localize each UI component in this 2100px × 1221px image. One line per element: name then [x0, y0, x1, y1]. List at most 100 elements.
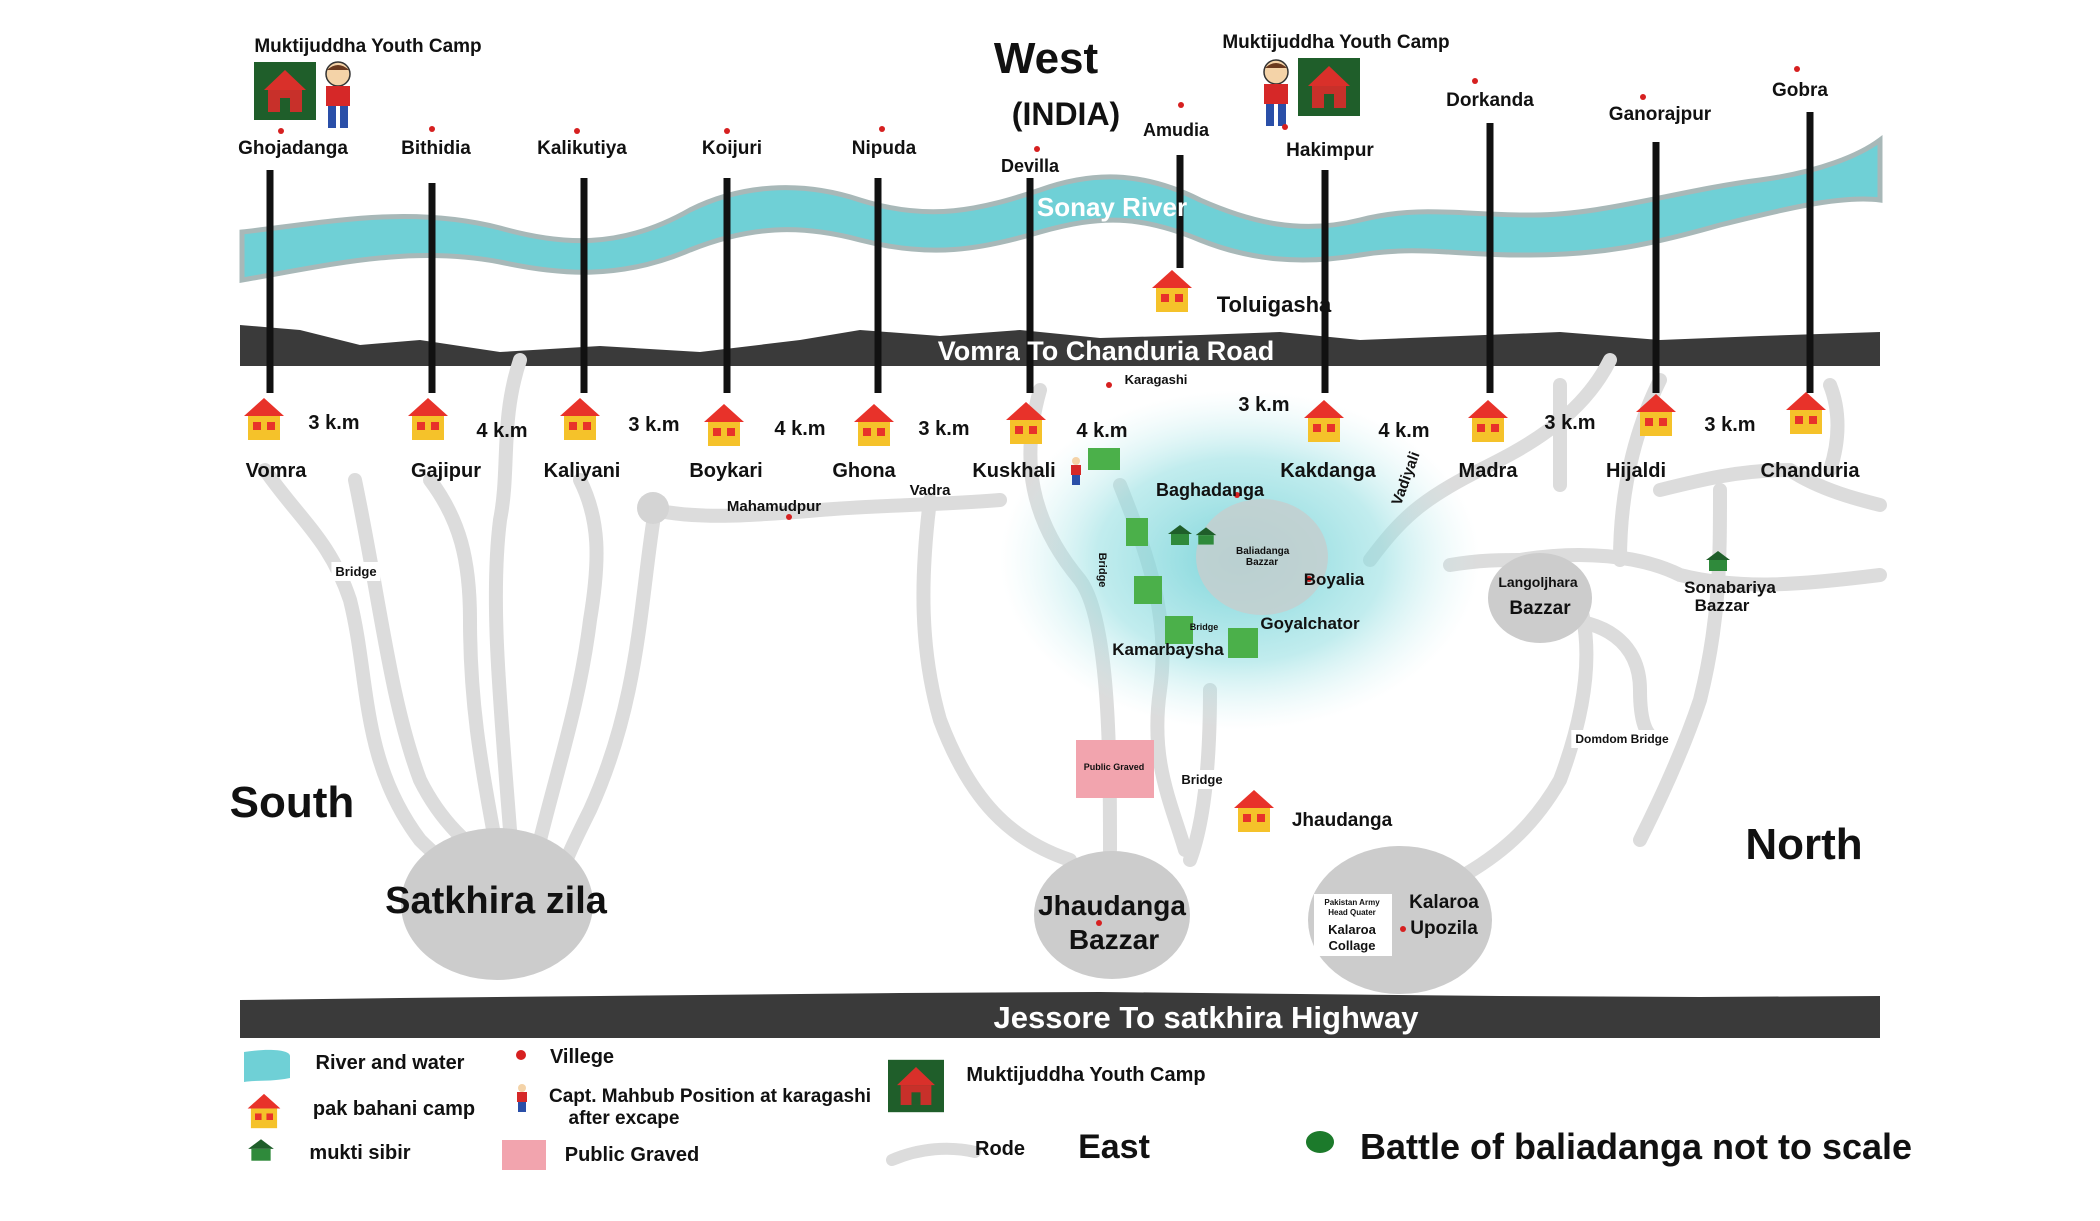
langoljhara-label: Langoljhara: [1498, 574, 1578, 590]
village-dot: [1472, 78, 1478, 84]
camp-boykari: Boykari: [689, 460, 763, 482]
mukti-positions: [1088, 448, 1258, 658]
bridge-small-label: Bridge: [1189, 622, 1219, 632]
goyalchator-label: Goyalchator: [1260, 614, 1360, 633]
village-dot: [879, 126, 885, 132]
kalaroa-collage-label-2: Collage: [1328, 938, 1376, 953]
kalaroa-label-2: Upozila: [1410, 918, 1478, 939]
jhaudanga-bazzar-circle: [1034, 851, 1190, 979]
compass-south: South: [229, 778, 355, 827]
top-road-label: Vomra To Chanduria Road: [937, 336, 1275, 366]
river-shape: [239, 135, 1883, 283]
camp-icon: [854, 404, 894, 446]
distance-label: 3 k.m: [1544, 412, 1596, 434]
karagashi-label: Karagashi: [1124, 372, 1188, 387]
village-dot: [429, 126, 435, 132]
highway-road: [240, 992, 1880, 1038]
camp-hijaldi: Hijaldi: [1605, 460, 1667, 482]
village-dot: [1640, 94, 1646, 100]
india-label: (INDIA): [1011, 96, 1121, 132]
distance-label: 4 k.m: [774, 418, 826, 440]
camp-icon: [1152, 270, 1192, 312]
distance-label: 4 k.m: [476, 420, 528, 442]
village-dot: [574, 128, 580, 134]
legend-road-label: Rode: [975, 1138, 1025, 1160]
person-icon-right: [1263, 59, 1289, 126]
legend-youth-camp-label: Muktijuddha Youth Camp: [966, 1064, 1206, 1086]
village-kalikutiya: Kalikutiya: [537, 138, 627, 159]
village-amudia: Amudia: [1142, 120, 1210, 140]
camp-icon: [408, 398, 448, 440]
village-dot: [1034, 146, 1040, 152]
village-dot: [1106, 382, 1112, 388]
kalaroa-label-1: Kalaroa: [1409, 892, 1479, 913]
river-label: Sonay River: [1036, 192, 1188, 222]
camp-icon: [1304, 400, 1344, 442]
camp-icon: [560, 398, 600, 440]
sonabariya-label: Sonabariya: [1684, 578, 1776, 597]
pak-army-label-1: Pakistan Army: [1324, 898, 1380, 907]
kalaroa-upozila-circle: [1308, 846, 1492, 994]
baghadanga-label: Baghadanga: [1155, 480, 1265, 500]
mahamudpur-label: Mahamudpur: [726, 498, 822, 515]
compass-east: East: [1078, 1128, 1150, 1166]
village-devilla: Devilla: [1000, 156, 1060, 176]
legend-mahbub-icon: [517, 1084, 527, 1112]
camp-icon: [1234, 790, 1274, 832]
camp-icon: [1636, 394, 1676, 436]
village-dot: [1178, 102, 1184, 108]
village-dot: [786, 514, 792, 520]
village-koijuri: Koijuri: [701, 138, 763, 159]
village-hakimpur: Hakimpur: [1286, 140, 1374, 161]
distance-label: 4 k.m: [1076, 420, 1128, 442]
camp-ghona: Ghona: [832, 460, 896, 482]
village-nipuda: Nipuda: [851, 138, 917, 159]
vadra-label: Vadra: [909, 482, 951, 499]
youth-camp-icon-left: [254, 62, 316, 120]
youth-camp-label-left: Muktijuddha Youth Camp: [254, 36, 482, 57]
village-dot: [1400, 926, 1406, 932]
domdom-bridge-label: Domdom Bridge: [1571, 730, 1673, 748]
legend-mahbub-label-2: after excape: [568, 1108, 680, 1129]
camp-madra: Madra: [1458, 460, 1518, 482]
village-dot: [1282, 124, 1288, 130]
jhaudanga-bazzar-label-2: Bazzar: [1068, 924, 1160, 955]
village-dot: [278, 128, 284, 134]
legend-river-swatch: [244, 1049, 290, 1082]
toluigasha-label: Toluigasha: [1216, 292, 1332, 317]
camp-kuskhali: Kuskhali: [972, 460, 1056, 482]
youth-camp-label-right: Muktijuddha Youth Camp: [1222, 32, 1450, 53]
village-dot: [724, 128, 730, 134]
person-icon-left: [325, 61, 351, 128]
top-road: [240, 325, 1880, 366]
village-dot: [1234, 492, 1240, 498]
baliadanga-bazzar-label: Baliadanga Bazzar: [1236, 546, 1290, 568]
village-ganorajpur: Ganorajpur: [1608, 104, 1712, 125]
camp-chanduria: Chanduria: [1760, 460, 1860, 482]
camp-icon: [1786, 392, 1826, 434]
distance-label: 3 k.m: [918, 418, 970, 440]
camp-kakdanga: Kakdanga: [1280, 460, 1376, 482]
bridge-left-label: Bridge: [331, 562, 381, 581]
jhaudanga-label: Jhaudanga: [1291, 810, 1393, 831]
kalaroa-collage-label-1: Kalaroa: [1328, 922, 1376, 937]
legend-graved-label: Public Graved: [564, 1144, 700, 1166]
legend-sibir-icon: [248, 1139, 274, 1161]
legend-camp-icon: [247, 1093, 281, 1129]
village-poles: [266, 112, 1814, 393]
bridge-vertical-label: Bridge: [1096, 552, 1108, 588]
public-graved-area: [1076, 740, 1154, 798]
sonabariya-bazzar-label: Bazzar: [1694, 596, 1750, 615]
legend-mahbub-label-1: Capt. Mahbub Position at karagashi: [549, 1086, 871, 1107]
road-junction: [637, 492, 669, 524]
legend-village-label: Villege: [549, 1046, 615, 1068]
village-dot: [1096, 920, 1102, 926]
pak-army-label-2: Head Quater: [1328, 908, 1376, 917]
legend-camp-label: pak bahani camp: [312, 1098, 476, 1120]
compass-north: North: [1745, 820, 1863, 869]
mukti-sibir-icon: [1706, 551, 1730, 571]
pak-army-hq-box: [1314, 894, 1392, 956]
mukti-sibir-icon: [1195, 527, 1217, 545]
village-dot: [1306, 576, 1312, 582]
